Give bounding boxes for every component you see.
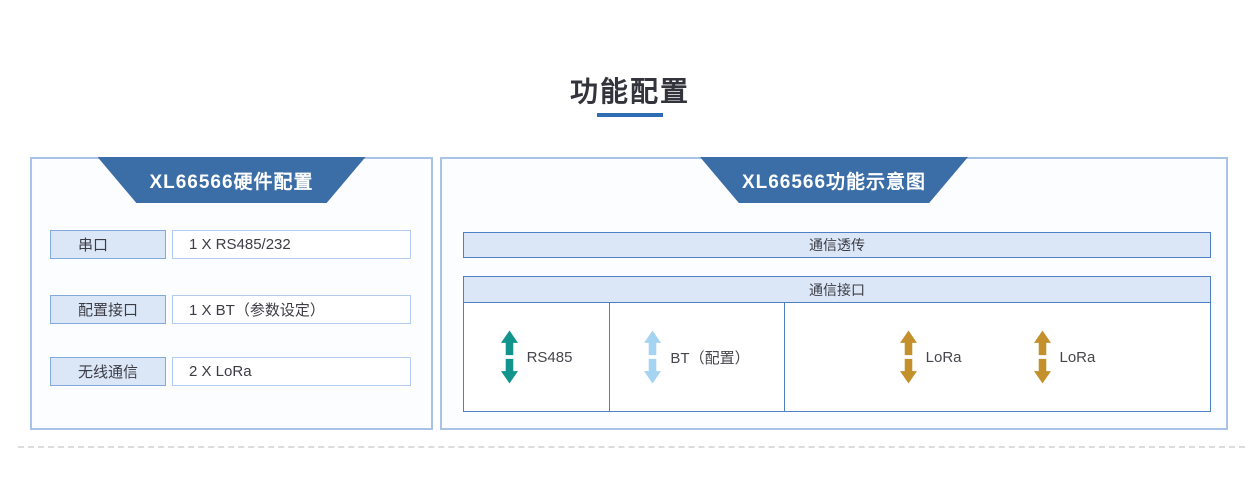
config-row-serial: 串口 1 X RS485/232 [32, 230, 431, 259]
function-diagram-header: XL66566功能示意图 [700, 157, 968, 203]
cell-divider [609, 303, 610, 411]
double-arrow-vertical-icon [899, 330, 917, 384]
config-row-label: 无线通信 [50, 357, 166, 386]
config-row-wireless: 无线通信 2 X LoRa [32, 357, 431, 386]
interface-label: RS485 [526, 348, 573, 366]
double-arrow-vertical-icon [1033, 330, 1051, 384]
comm-interface-cell-lora: LoRa LoRa [785, 303, 1210, 411]
double-arrow-vertical-icon [500, 330, 518, 384]
interface-group: LoRa [899, 330, 962, 384]
config-row-value: 1 X RS485/232 [172, 230, 411, 259]
interface-label: LoRa [925, 348, 962, 366]
config-row-value: 2 X LoRa [172, 357, 411, 386]
double-arrow-vertical-icon [644, 330, 662, 384]
comm-interface-body: RS485 BT（配置） [464, 303, 1210, 411]
interface-label: LoRa [1059, 348, 1096, 366]
interface-group: LoRa [1033, 330, 1096, 384]
interface-label: BT（配置） [670, 349, 750, 367]
hardware-config-panel: XL66566硬件配置 串口 1 X RS485/232 配置接口 1 X BT… [30, 157, 433, 430]
bottom-dashed-divider [18, 446, 1245, 448]
config-row-label: 配置接口 [50, 295, 166, 324]
interface-group: RS485 [500, 330, 573, 384]
comm-interface-header: 通信接口 [464, 277, 1210, 303]
comm-interface-cell-bt: BT（配置） [610, 303, 784, 411]
function-diagram-panel: XL66566功能示意图 通信透传 通信接口 RS485 [440, 157, 1228, 430]
comm-passthrough-bar: 通信透传 [463, 232, 1211, 258]
config-row-config-port: 配置接口 1 X BT（参数设定） [32, 295, 431, 324]
title-underline [597, 113, 663, 117]
interface-group: BT（配置） [644, 330, 750, 384]
comm-interface-table: 通信接口 RS485 [463, 276, 1211, 412]
config-row-value: 1 X BT（参数设定） [172, 295, 411, 324]
cell-divider [784, 303, 785, 411]
config-row-label: 串口 [50, 230, 166, 259]
page-title: 功能配置 [569, 76, 690, 107]
hardware-config-header: XL66566硬件配置 [97, 157, 366, 203]
comm-interface-cell-rs485: RS485 [464, 303, 609, 411]
